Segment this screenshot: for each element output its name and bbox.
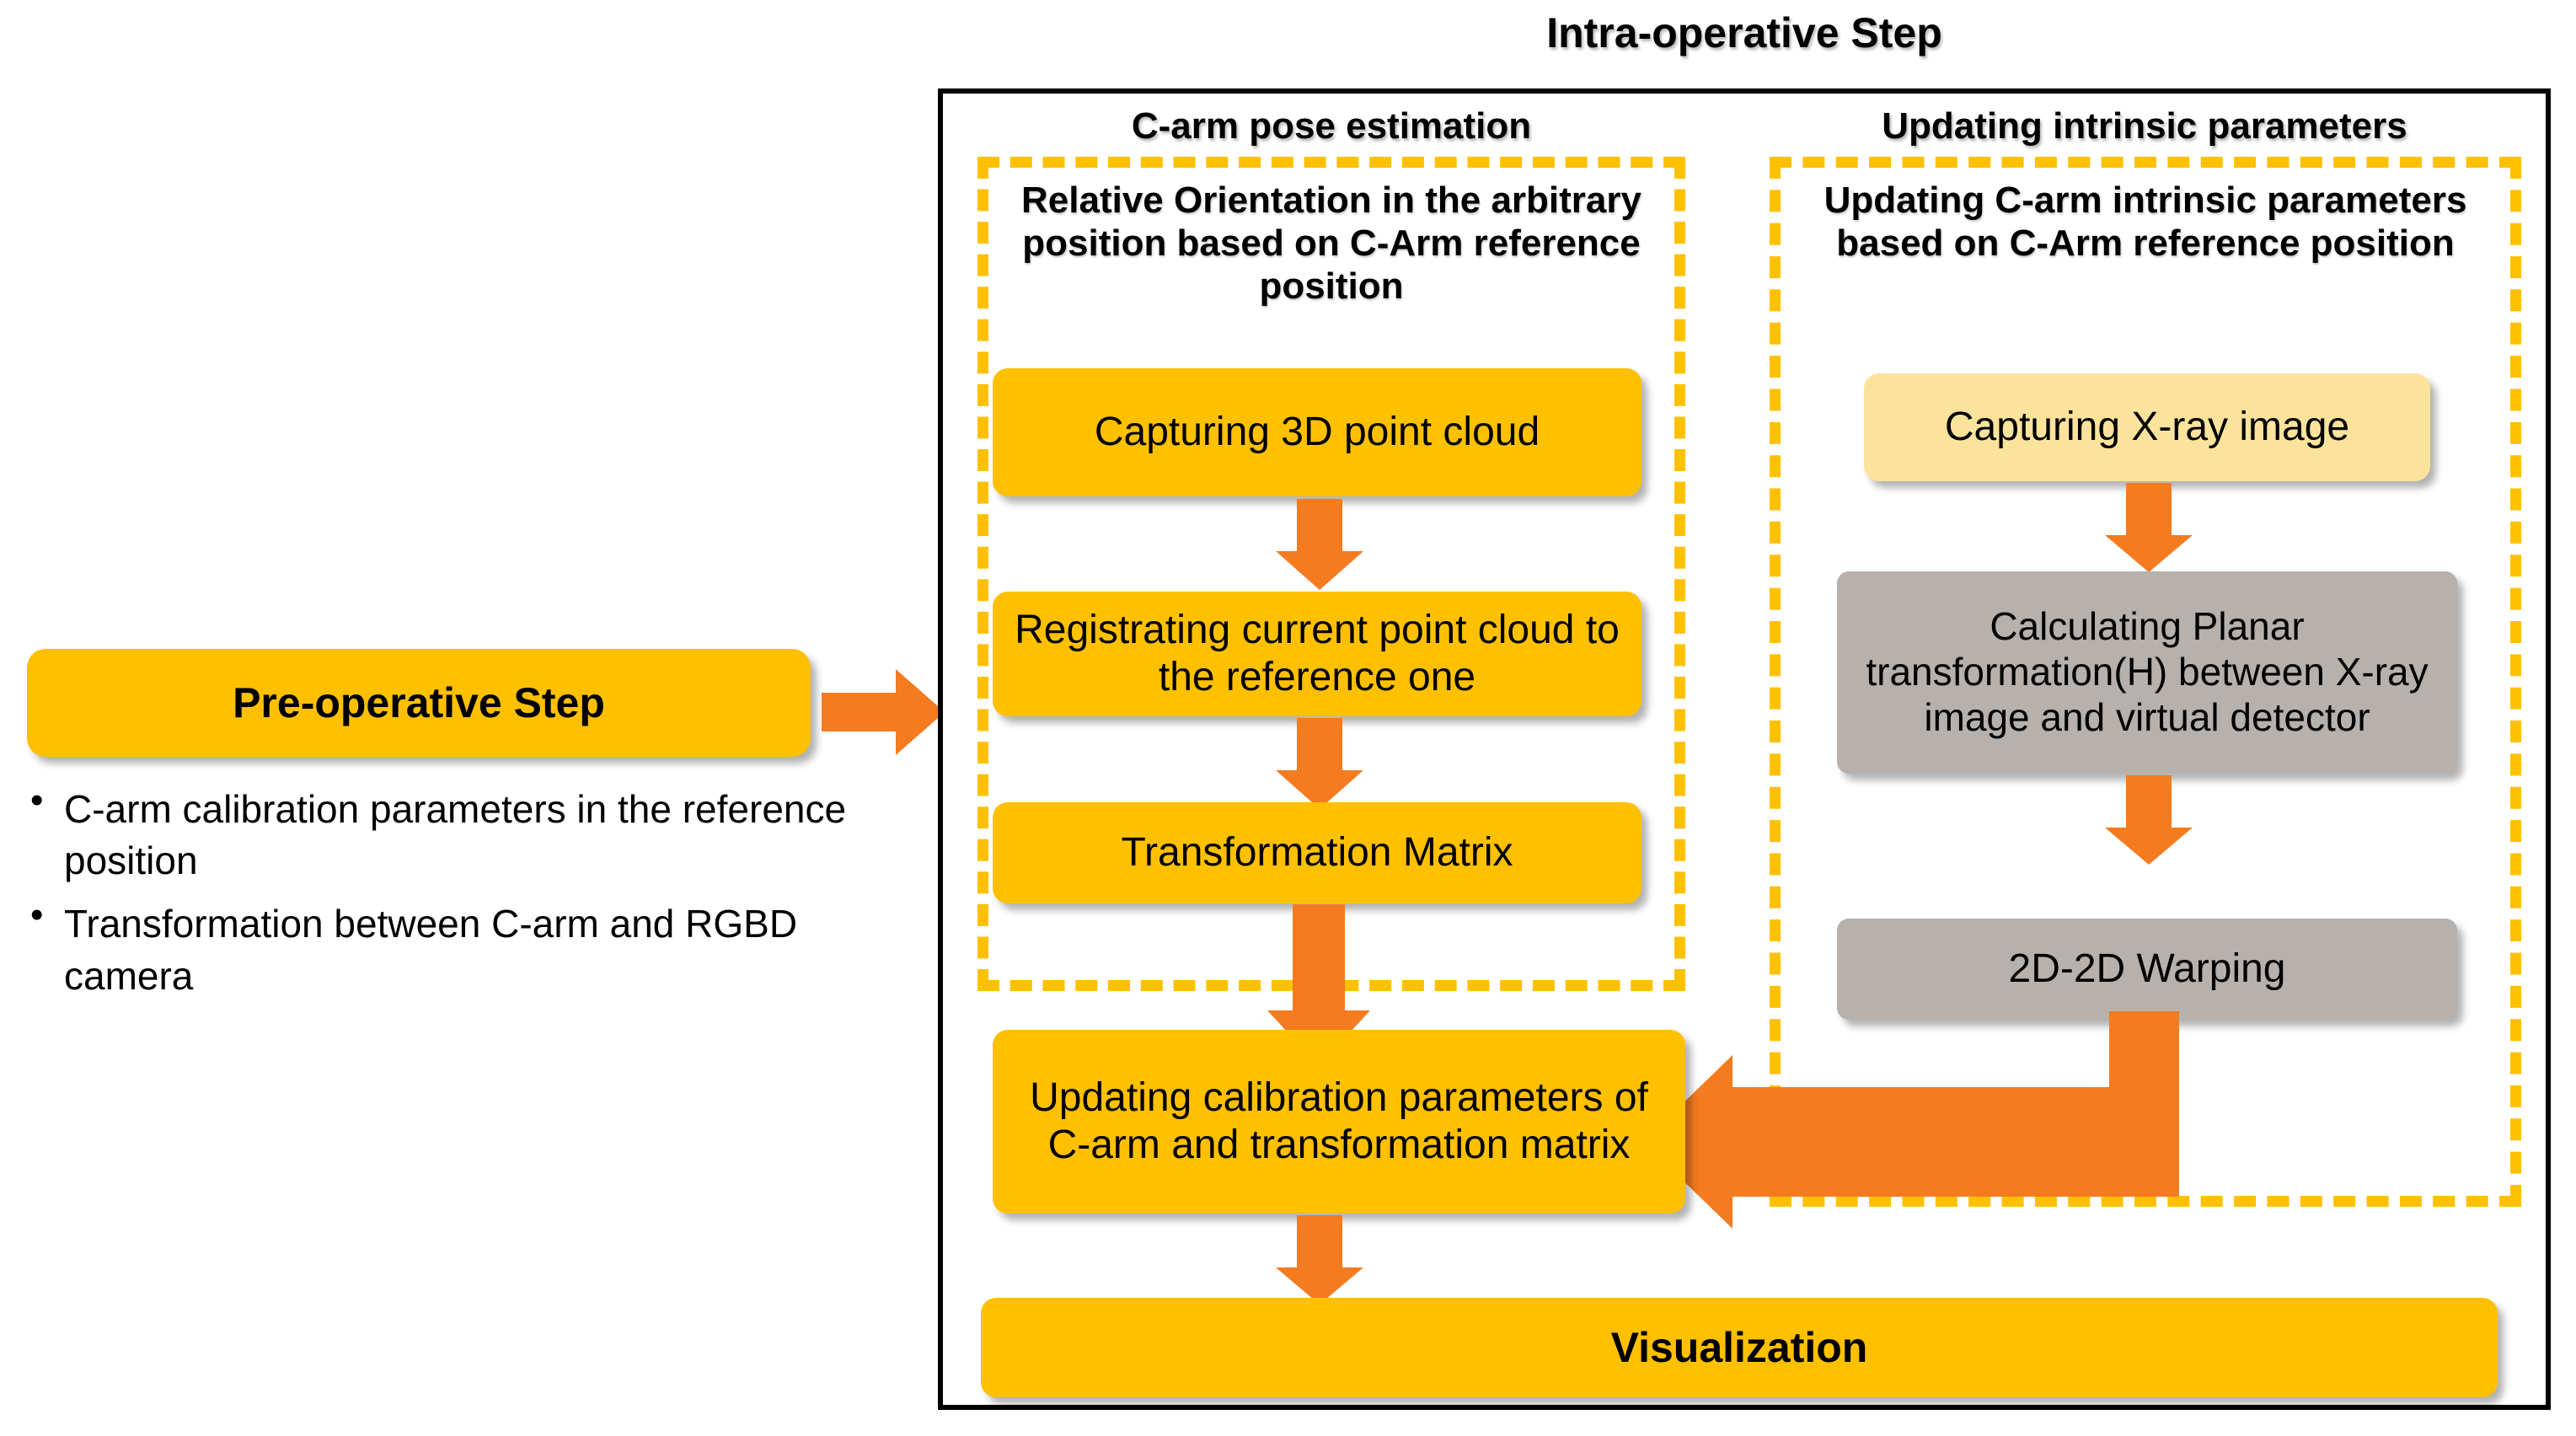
calculating-planar-transformation-box[interactable]: Calculating Planar transformation(H) bet… [1837, 571, 2457, 774]
2d-2d-warping-label: 2D-2D Warping [2008, 946, 2286, 991]
registrating-point-cloud-box[interactable]: Registrating current point cloud to the … [993, 592, 1641, 716]
column-header-right: Updating intrinsic parameters [1770, 105, 2520, 147]
arrow-warping-to-merge-elbow-icon [1643, 1011, 2179, 1229]
updating-calibration-parameters-box[interactable]: Updating calibration parameters of C-arm… [993, 1030, 1685, 1214]
capturing-xray-image-label: Capturing X-ray image [1944, 404, 2350, 449]
arrow-pre-to-intra-icon [822, 669, 945, 755]
calculating-planar-transformation-label: Calculating Planar transformation(H) bet… [1866, 604, 2429, 739]
capturing-3d-point-cloud-box[interactable]: Capturing 3D point cloud [993, 368, 1641, 496]
updating-calibration-parameters-label: Updating calibration parameters of C-arm… [1030, 1074, 1648, 1167]
arrow-transformation-matrix-to-merge-icon [1267, 904, 1370, 1066]
right-dashed-group [1770, 157, 2521, 1207]
arrow-registrating-to-transformation-matrix-icon [1276, 718, 1363, 809]
column-header-left: C-arm pose estimation [977, 105, 1685, 147]
column-header-right-text: Updating intrinsic parameters [1882, 105, 2407, 147]
pre-operative-step-label: Pre-operative Step [233, 678, 605, 726]
arrow-xray-to-planar-icon [2105, 483, 2193, 572]
visualization-box[interactable]: Visualization [981, 1298, 2498, 1397]
pre-operative-step-box[interactable]: Pre-operative Step [27, 649, 811, 757]
pre-operative-bullet-list: C-arm calibration parameters in the refe… [25, 782, 885, 1014]
right-group-caption: Updating C-arm intrinsic parameters base… [1803, 179, 2488, 265]
list-item: C-arm calibration parameters in the refe… [30, 782, 885, 887]
list-item: Transformation between C-arm and RGBD ca… [30, 897, 885, 1001]
arrow-merge-to-visualization-icon [1276, 1215, 1363, 1305]
transformation-matrix-label: Transformation Matrix [1121, 829, 1513, 875]
column-header-left-text: C-arm pose estimation [1131, 105, 1532, 147]
left-group-caption: Relative Orientation in the arbitrary po… [1011, 179, 1652, 308]
bullet-text: Transformation between C-arm and RGBD ca… [64, 902, 798, 998]
right-group-caption-text: Updating C-arm intrinsic parameters base… [1824, 180, 2467, 265]
arrow-capture-cloud-to-registrating-icon [1276, 499, 1363, 590]
intra-operative-step-title: Intra-operative Step [938, 8, 2551, 57]
arrow-planar-to-warping-icon [2105, 775, 2193, 865]
registrating-point-cloud-label: Registrating current point cloud to the … [1015, 607, 1620, 699]
left-dashed-group [977, 157, 1685, 991]
transformation-matrix-box[interactable]: Transformation Matrix [993, 802, 1641, 903]
capturing-xray-image-box[interactable]: Capturing X-ray image [1864, 373, 2430, 481]
capturing-3d-point-cloud-label: Capturing 3D point cloud [1094, 409, 1540, 454]
left-group-caption-text: Relative Orientation in the arbitrary po… [1021, 180, 1641, 308]
visualization-label: Visualization [1610, 1323, 1868, 1371]
bullet-text: C-arm calibration parameters in the refe… [64, 787, 847, 883]
2d-2d-warping-box[interactable]: 2D-2D Warping [1837, 919, 2457, 1020]
intra-operative-step-title-text: Intra-operative Step [1546, 9, 1942, 56]
